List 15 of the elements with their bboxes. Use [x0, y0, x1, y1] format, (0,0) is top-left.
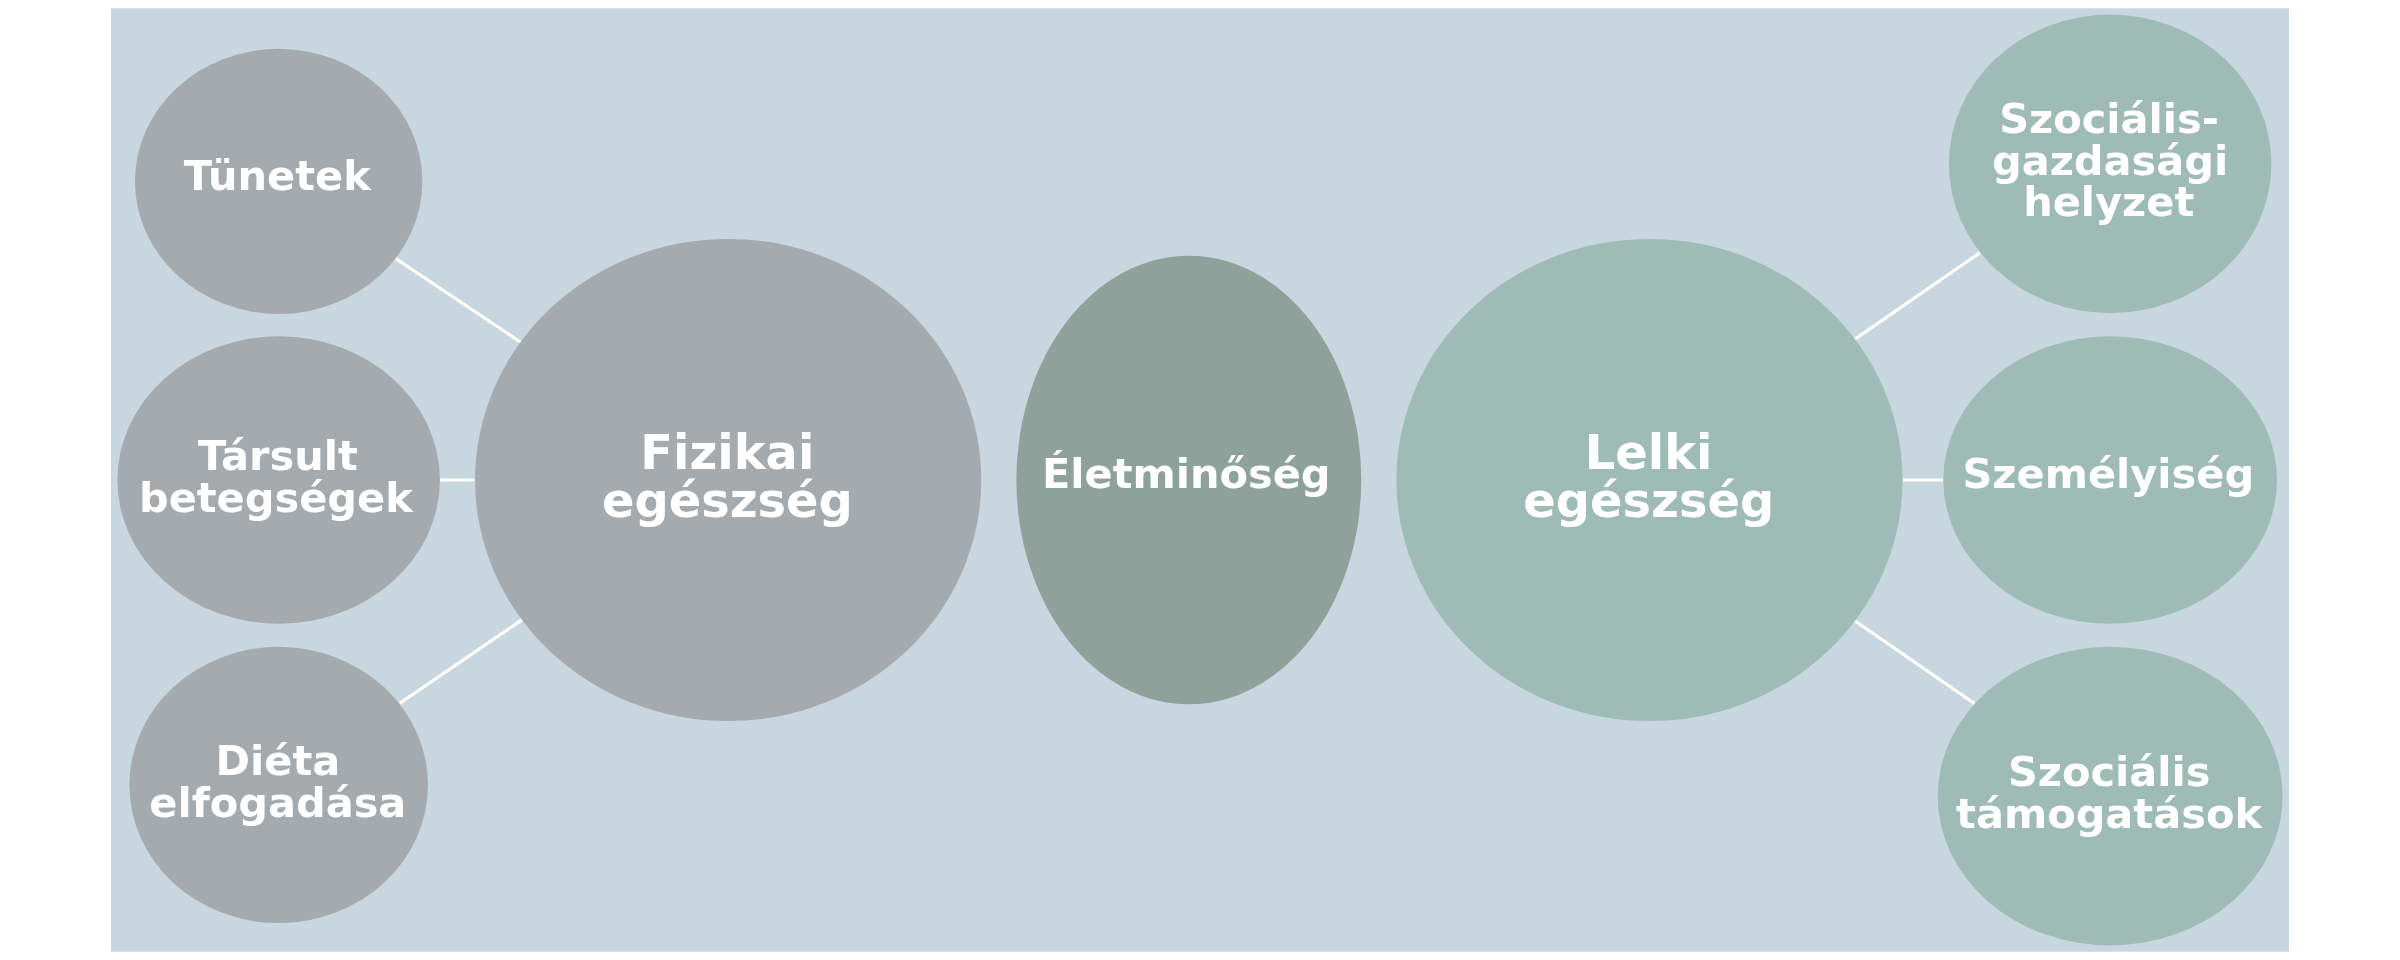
connector: [398, 618, 523, 705]
connector: [394, 257, 522, 344]
connector: [1903, 478, 1944, 482]
node-ellipse: Társult betegségek: [117, 336, 440, 624]
node-circle: Tünetek: [134, 48, 423, 314]
node-circle: Szociális-gazdasági helyzet: [1948, 14, 2272, 314]
node-circle: Fizikai egészség: [475, 238, 982, 722]
node-ellipse: Szociális támogatások: [1937, 646, 2283, 946]
node-ellipse: Életminőség: [1016, 255, 1362, 705]
connector: [1854, 619, 1976, 705]
node-circle: Diéta elfogadása: [129, 646, 428, 924]
connector: [1854, 251, 1981, 341]
node-circle: Lelki egészség: [1396, 238, 1903, 722]
node-ellipse: Személyiség: [1943, 336, 2277, 624]
connector: [440, 478, 475, 482]
